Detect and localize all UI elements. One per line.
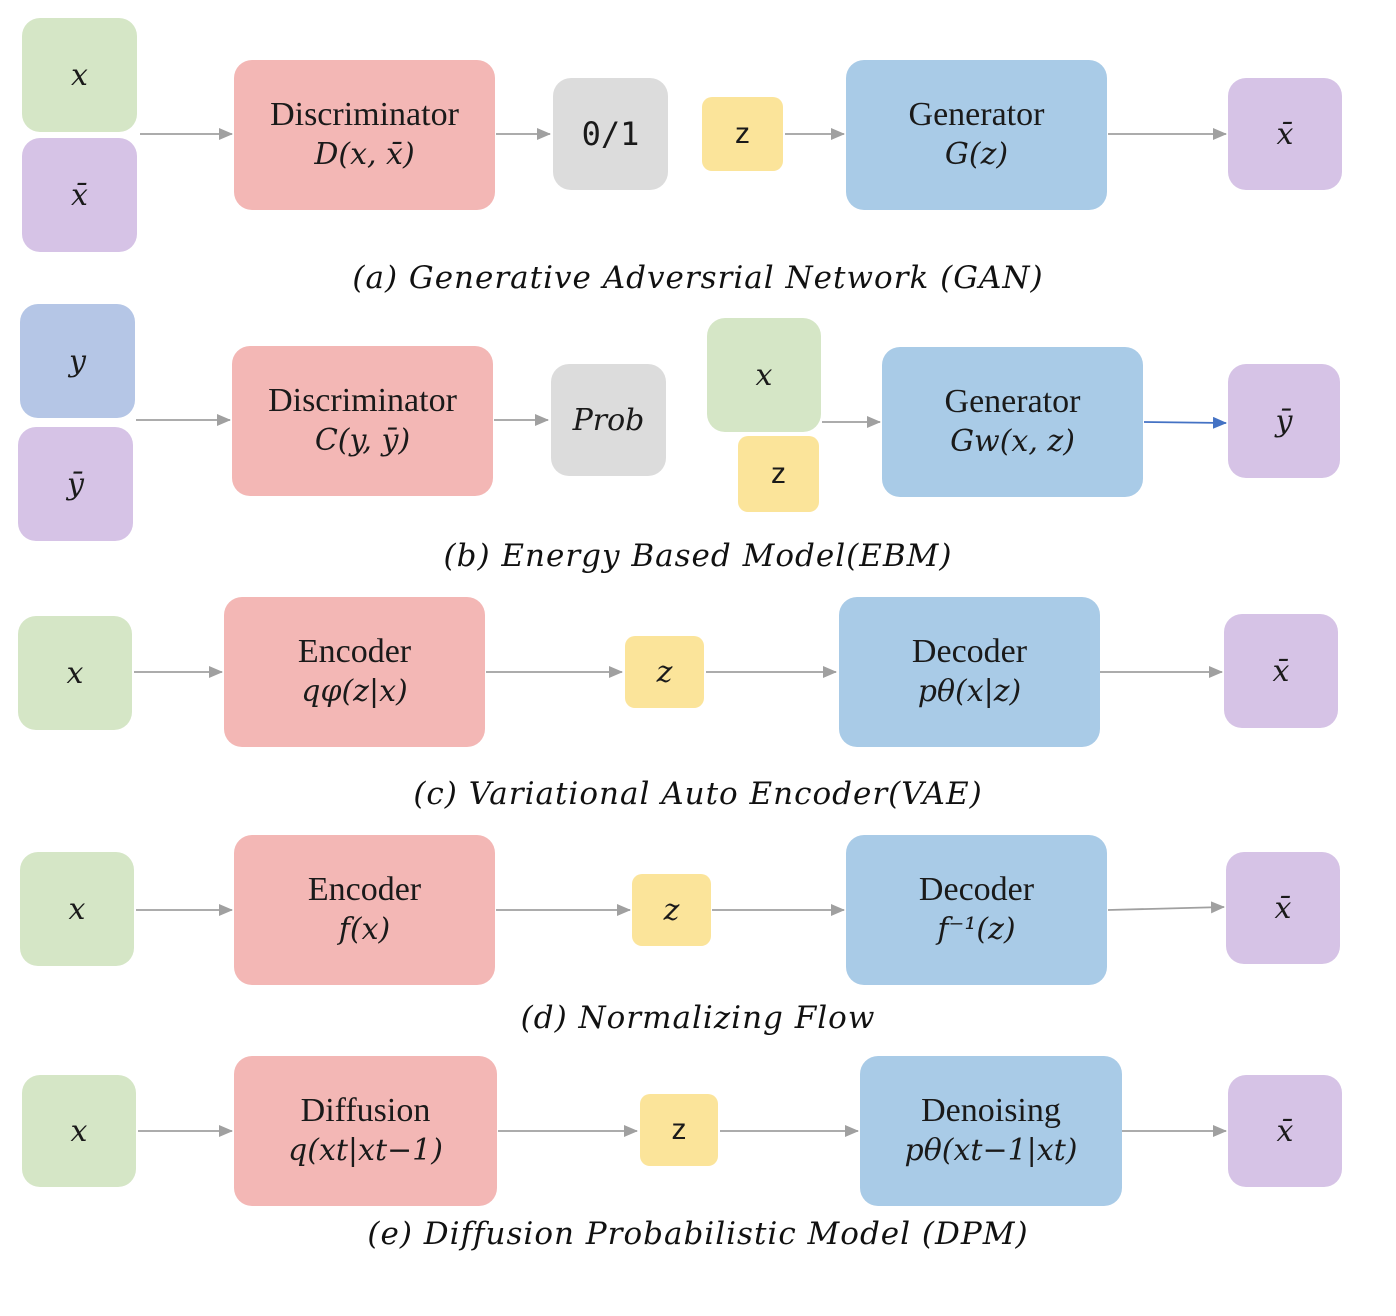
flow-input-x: x — [20, 852, 134, 966]
vae-input-x: x — [18, 616, 132, 730]
gan-input-xbar: x̄ — [22, 138, 137, 252]
gan-discriminator: Discriminator D(x, x̄) — [234, 60, 495, 210]
dpm-denoising: Denoising pθ(xt−1|xt) — [860, 1056, 1122, 1206]
ebm-latent-z: z — [738, 436, 819, 512]
ebm-input-ybar: ȳ — [18, 427, 133, 541]
vae-latent-z: z — [625, 636, 704, 708]
gan-output-xbar: x̄ — [1228, 78, 1342, 190]
gan-generator: Generator G(z) — [846, 60, 1107, 210]
arrow-ebm-gen-out — [1143, 416, 1227, 429]
ebm-output-ybar: ȳ — [1228, 364, 1340, 478]
dpm-input-x: x — [22, 1075, 136, 1187]
dpm-caption: (e) Diffusion Probabilistic Model (DPM) — [367, 1216, 1029, 1252]
ebm-discriminator-output: Prob — [551, 364, 666, 476]
gan-input-x: x — [22, 18, 137, 132]
dpm-diffusion: Diffusion q(xt|xt−1) — [234, 1056, 497, 1206]
dpm-output-xbar: x̄ — [1228, 1075, 1342, 1187]
ebm-input-x: x — [707, 318, 821, 432]
flow-caption: (d) Normalizing Flow — [520, 1000, 876, 1036]
gan-caption: (a) Generative Adversrial Network (GAN) — [352, 260, 1044, 296]
flow-encoder: Encoder f(x) — [234, 835, 495, 985]
ebm-discriminator: Discriminator C(y, ȳ) — [232, 346, 493, 496]
ebm-caption: (b) Energy Based Model(EBM) — [443, 538, 953, 574]
vae-encoder: Encoder qφ(z|x) — [224, 597, 485, 747]
arrow-flow-dec-out — [1107, 901, 1225, 914]
vae-caption: (c) Variational Auto Encoder(VAE) — [413, 776, 983, 812]
vae-output-xbar: x̄ — [1224, 614, 1338, 728]
flow-output-xbar: x̄ — [1226, 852, 1340, 964]
flow-latent-z: z — [632, 874, 711, 946]
ebm-generator: Generator Gw(x, z) — [882, 347, 1143, 497]
vae-decoder: Decoder pθ(x|z) — [839, 597, 1100, 747]
flow-decoder: Decoder f⁻¹(z) — [846, 835, 1107, 985]
gan-latent-z: z — [702, 97, 783, 171]
gan-discriminator-output: 0/1 — [553, 78, 668, 190]
dpm-latent-z: z — [640, 1094, 718, 1166]
ebm-input-y: y — [20, 304, 135, 418]
